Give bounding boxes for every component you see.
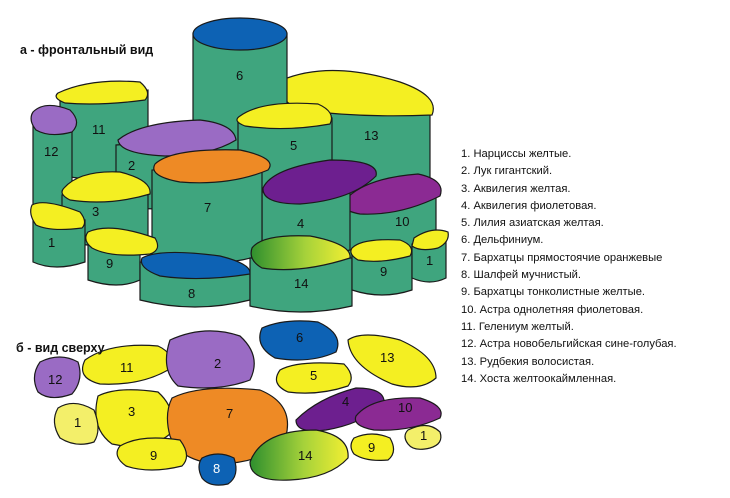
- bed-2-top: [117, 119, 237, 157]
- legend-item: 12. Астра новобельгийская сине-голубая.: [461, 338, 677, 351]
- front-label-1-left: 1: [48, 235, 55, 250]
- top-label-4: 4: [342, 394, 349, 409]
- bed-1-right-body: [411, 239, 447, 283]
- bed-14-top: [250, 235, 351, 271]
- top-bed-6: [259, 320, 339, 361]
- bed-3-top: [61, 171, 151, 203]
- top-label-2: 2: [214, 356, 221, 371]
- legend-item: 8. Шалфей мучнистый.: [461, 269, 582, 282]
- legend: 1. Нарциссы желтые. 2. Лук гигантский. 3…: [461, 146, 677, 388]
- front-label-4: 4: [297, 216, 304, 231]
- front-view-title: а - фронтальный вид: [20, 43, 154, 57]
- front-label-10: 10: [395, 214, 409, 229]
- legend-item: 13. Рудбекия волосистая.: [461, 355, 595, 368]
- front-label-13: 13: [364, 128, 378, 143]
- bed-12-top: [30, 104, 78, 136]
- bed-14-body: [249, 257, 353, 313]
- front-label-7: 7: [204, 200, 211, 215]
- legend-item: 6. Дельфиниум.: [461, 234, 544, 247]
- top-label-1-right: 1: [420, 428, 427, 443]
- bed-9-left-top: [85, 227, 159, 256]
- top-bed-5: [275, 362, 352, 394]
- bed-11-top: [55, 80, 149, 105]
- front-label-6: 6: [236, 68, 243, 83]
- top-bed-14: [249, 429, 349, 481]
- top-bed-10: [354, 397, 442, 431]
- front-label-9-right: 9: [380, 264, 387, 279]
- top-view-labels: 12 11 2 6 13 5 3 1 7 4 10 9 8 14 9 1: [48, 330, 427, 476]
- top-view: [33, 320, 442, 486]
- front-label-1-right: 1: [426, 253, 433, 268]
- top-label-13: 13: [380, 350, 394, 365]
- top-label-14: 14: [298, 448, 312, 463]
- bed-6-top: [192, 17, 288, 51]
- front-label-12: 12: [44, 144, 58, 159]
- legend-item: 14. Хоста желтоокаймленная.: [461, 372, 617, 385]
- top-bed-1-right: [404, 424, 442, 450]
- front-label-11: 11: [92, 122, 106, 137]
- legend-item: 9. Бархатцы тонколистные желтые.: [461, 286, 646, 299]
- top-bed-13: [347, 334, 437, 388]
- top-label-1-left: 1: [74, 415, 81, 430]
- front-label-2: 2: [128, 158, 135, 173]
- legend-item: 5. Лилия азиатская желтая.: [461, 217, 604, 230]
- top-label-10: 10: [398, 400, 412, 415]
- top-label-9-left: 9: [150, 448, 157, 463]
- top-bed-8: [198, 453, 237, 486]
- front-label-5: 5: [290, 138, 297, 153]
- top-label-3: 3: [128, 404, 135, 419]
- front-label-8: 8: [188, 286, 195, 301]
- legend-item: 7. Бархатцы прямостоячие оранжевые: [461, 251, 663, 264]
- top-view-title: б - вид сверху: [16, 341, 105, 355]
- top-bed-1-left: [53, 402, 99, 445]
- bed-5-top: [236, 102, 333, 130]
- legend-item: 2. Лук гигантский.: [461, 165, 553, 178]
- bed-7-top: [153, 149, 271, 184]
- legend-item: 1. Нарциссы желтые.: [461, 148, 572, 160]
- top-label-6: 6: [296, 330, 303, 345]
- front-view: [30, 17, 449, 313]
- legend-item: 3. Аквилегия желтая.: [461, 182, 571, 195]
- top-label-7: 7: [226, 406, 233, 421]
- front-label-9-left: 9: [106, 256, 113, 271]
- top-bed-9-left: [116, 437, 188, 471]
- top-label-9-right: 9: [368, 440, 375, 455]
- legend-item: 11. Гелениум желтый.: [461, 320, 574, 333]
- top-bed-2: [165, 330, 255, 389]
- front-label-3: 3: [92, 204, 99, 219]
- bed-10-top: [342, 173, 442, 215]
- legend-item: 10. Астра однолетняя фиолетовая.: [461, 303, 644, 316]
- bed-4-top: [262, 159, 377, 205]
- front-label-14: 14: [294, 276, 308, 291]
- top-bed-12: [33, 356, 81, 399]
- top-label-5: 5: [310, 368, 317, 383]
- top-label-8: 8: [213, 461, 220, 476]
- top-label-12: 12: [48, 372, 62, 387]
- bed-1-right-top: [411, 229, 449, 251]
- legend-item: 4. Аквилегия фиолетовая.: [461, 199, 597, 212]
- bed-9-right-top: [350, 239, 413, 262]
- front-view-labels: 6 11 12 13 5 2 3 7 4 10 1 9 8 14 9 1: [44, 68, 433, 301]
- top-bed-9-right: [350, 433, 395, 461]
- bed-1-left-body: [32, 219, 86, 268]
- top-label-11: 11: [120, 360, 134, 375]
- bed-1-left-top: [30, 202, 86, 231]
